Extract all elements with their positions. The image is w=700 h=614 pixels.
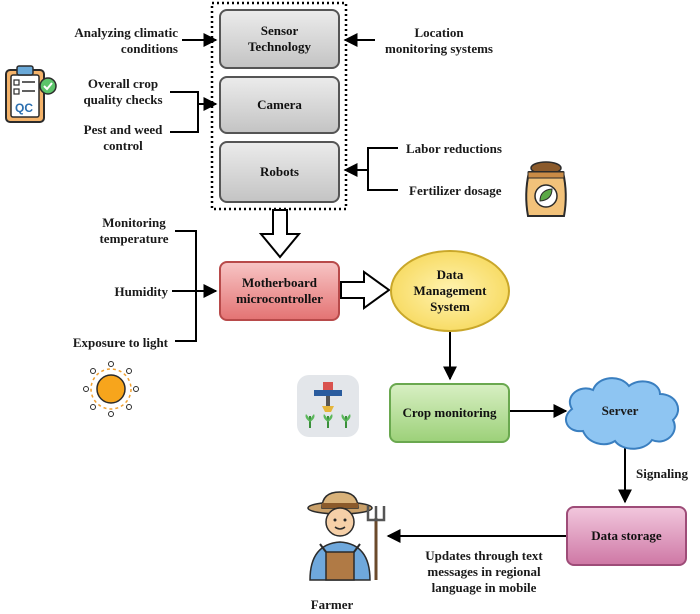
label-labor: Labor reductions: [406, 141, 502, 156]
smart-farm-sensor-icon: [297, 375, 359, 437]
bracket-robots: [367, 147, 398, 191]
label-humidity: Humidity: [114, 284, 168, 299]
label-light: Exposure to light: [72, 335, 168, 350]
label-location: Location monitoring systems: [385, 25, 493, 56]
bracket-sensors-left: [175, 230, 197, 342]
label-climatic: Analyzing climatic conditions: [74, 25, 178, 56]
motherboard-box: Motherboard microcontroller: [219, 261, 340, 321]
server-cloud-shape: [564, 377, 679, 450]
label-pest: Pest and weed control: [83, 122, 163, 153]
farmer-icon: [307, 491, 386, 581]
qc-icon-text: QC: [15, 101, 33, 115]
hollow-arrow-right: [340, 270, 391, 310]
sensor-technology-box: Sensor Technology: [219, 9, 340, 69]
crop-monitoring-box: Crop monitoring: [389, 383, 510, 443]
label-quality: Overall crop quality checks: [83, 76, 163, 107]
sun-icon: [83, 361, 139, 417]
label-fertilizer: Fertilizer dosage: [409, 183, 502, 198]
fertilizer-bag-icon: [525, 161, 567, 217]
label-signaling: Signaling: [636, 466, 689, 481]
label-farmer: Farmer: [310, 597, 354, 612]
camera-box: Camera: [219, 76, 340, 134]
data-management-ellipse: Data Management System: [390, 250, 510, 332]
label-temperature: Monitoring temperature: [99, 215, 169, 246]
server-label: Server: [601, 403, 639, 418]
bracket-camera: [170, 91, 199, 133]
qc-clipboard-icon: QC: [5, 65, 57, 123]
robots-box: Robots: [219, 141, 340, 203]
label-updates: Updates through text messages in regiona…: [425, 548, 543, 595]
data-storage-box: Data storage: [566, 506, 687, 566]
hollow-arrow-down: [258, 209, 302, 259]
